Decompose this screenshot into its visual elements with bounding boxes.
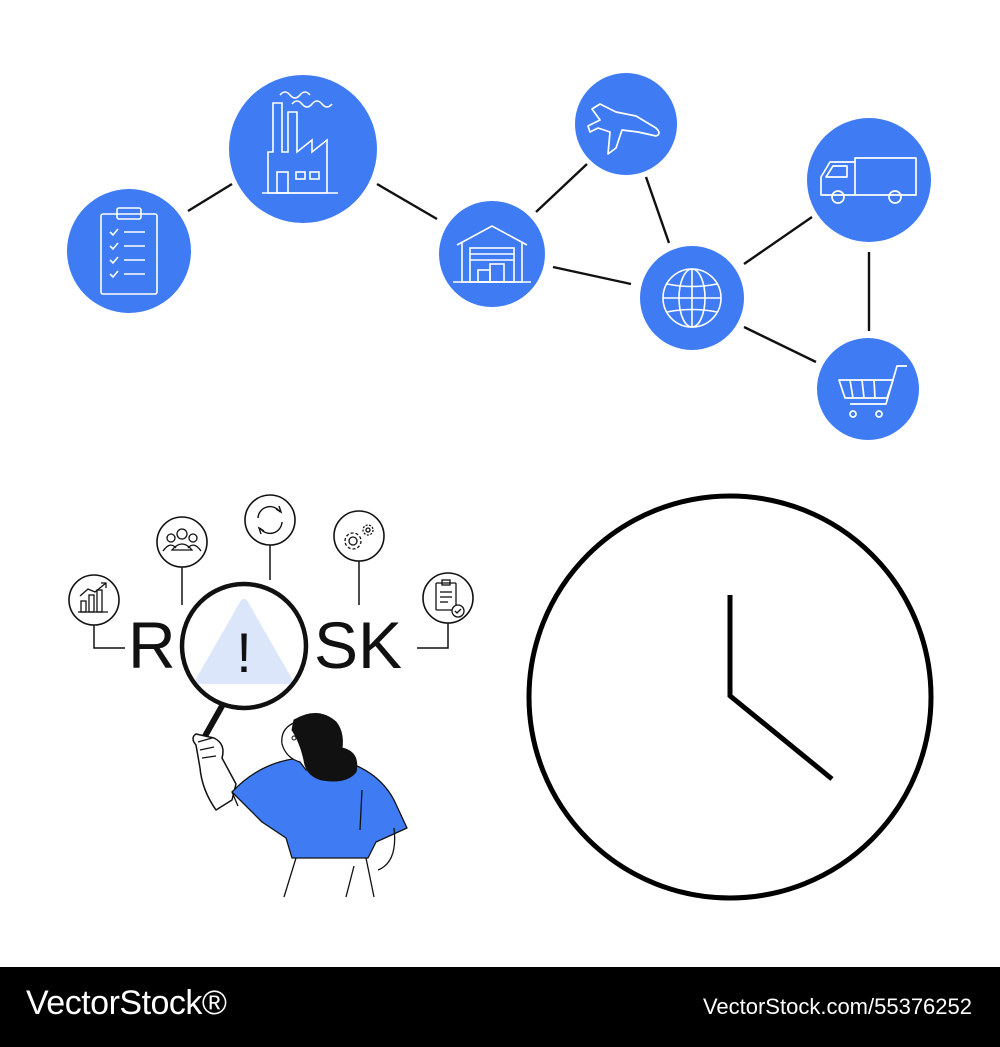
illustration-canvas: R SK ! bbox=[67, 73, 934, 901]
risk-connectors bbox=[93, 545, 449, 649]
risk-word-left: R bbox=[128, 608, 176, 682]
node-truck-circle bbox=[807, 118, 931, 242]
team-icon bbox=[156, 516, 208, 568]
image-reference: VectorStock.com/55376252 bbox=[702, 994, 972, 1019]
link-globe-truck bbox=[743, 216, 813, 265]
person-arm bbox=[192, 733, 237, 811]
globe-icon bbox=[662, 268, 722, 328]
warehouse-icon bbox=[453, 225, 531, 283]
risk-word-right: SK bbox=[314, 608, 402, 682]
node-airplane bbox=[575, 73, 677, 175]
link-airplane-globe bbox=[644, 176, 671, 244]
link-globe-cart bbox=[743, 325, 817, 364]
node-cart-circle bbox=[817, 338, 919, 440]
wall-clock bbox=[526, 493, 934, 901]
truck-icon bbox=[820, 157, 917, 204]
magnifying-glass: ! bbox=[179, 581, 309, 748]
node-airplane-circle bbox=[575, 73, 677, 175]
node-checklist-circle bbox=[67, 189, 191, 313]
node-checklist bbox=[67, 189, 191, 313]
vectorstock-logo: VectorStock® bbox=[26, 984, 227, 1022]
link-warehouse-globe bbox=[552, 265, 632, 286]
link-checklist-factory bbox=[187, 182, 233, 213]
clock-hour-hand bbox=[727, 693, 834, 781]
bar-chart-icon bbox=[68, 574, 120, 626]
factory-icon bbox=[262, 91, 338, 194]
gears-icon bbox=[333, 510, 385, 562]
link-warehouse-airplane bbox=[535, 163, 588, 213]
network-links bbox=[187, 163, 871, 364]
warning-exclamation: ! bbox=[236, 621, 252, 684]
link-factory-warehouse bbox=[376, 182, 438, 221]
airplane-icon bbox=[587, 103, 660, 155]
node-factory bbox=[229, 75, 377, 223]
shopping-cart-icon bbox=[838, 365, 907, 418]
node-truck bbox=[807, 118, 931, 242]
watermark-footer: VectorStock® VectorStock.com/55376252 bbox=[0, 967, 1000, 1047]
risk-scene: R SK ! bbox=[68, 494, 474, 898]
person-hair bbox=[291, 713, 358, 782]
clipboard-checklist-icon bbox=[100, 207, 158, 295]
clipboard-check-icon bbox=[422, 572, 474, 624]
node-globe bbox=[640, 246, 744, 350]
supply-chain-network bbox=[67, 73, 931, 440]
node-warehouse bbox=[439, 201, 545, 307]
node-cart bbox=[817, 338, 919, 440]
person-character bbox=[192, 713, 408, 898]
node-factory-circle bbox=[229, 75, 377, 223]
refresh-icon bbox=[244, 494, 296, 546]
warning-triangle bbox=[196, 599, 292, 684]
